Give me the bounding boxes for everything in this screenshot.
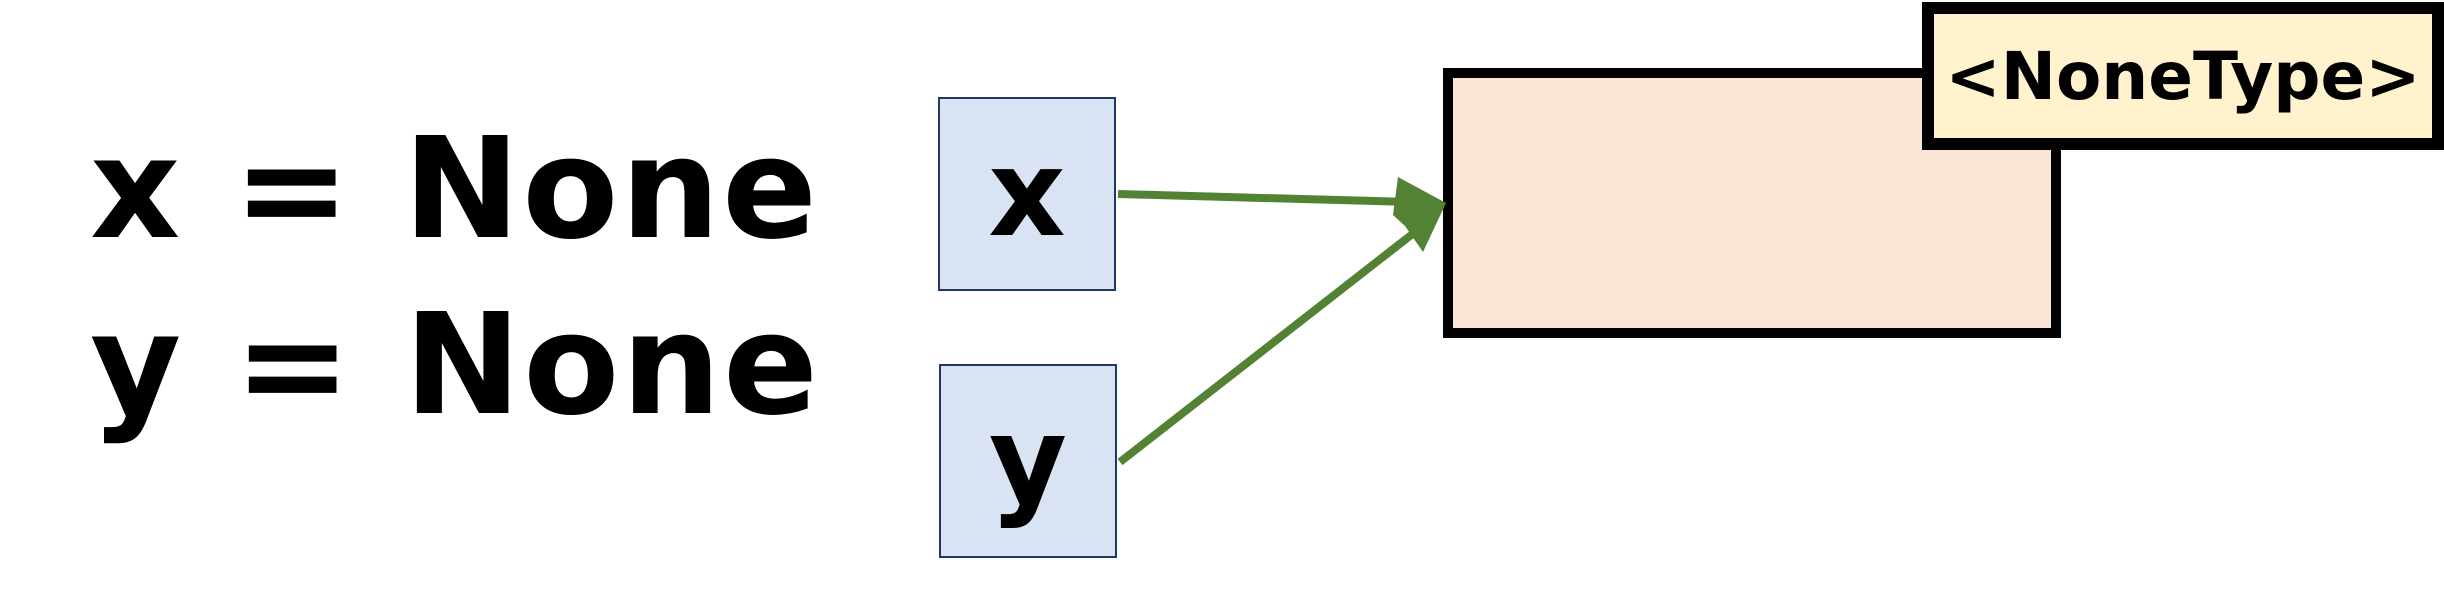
type-label-box: <NoneType> bbox=[1922, 2, 2444, 150]
variable-name-x: x bbox=[988, 124, 1066, 264]
variable-name-y: y bbox=[988, 391, 1068, 531]
arrowhead-icon bbox=[1393, 177, 1446, 252]
variable-box-x: x bbox=[938, 97, 1116, 291]
code-line-x: x = None bbox=[90, 108, 820, 271]
arrow-x-to-object bbox=[1117, 190, 1411, 206]
arrow-y-to-object bbox=[1117, 228, 1418, 466]
type-label: <NoneType> bbox=[1945, 37, 2421, 115]
variable-box-y: y bbox=[939, 364, 1117, 558]
code-line-y: y = None bbox=[90, 284, 821, 447]
